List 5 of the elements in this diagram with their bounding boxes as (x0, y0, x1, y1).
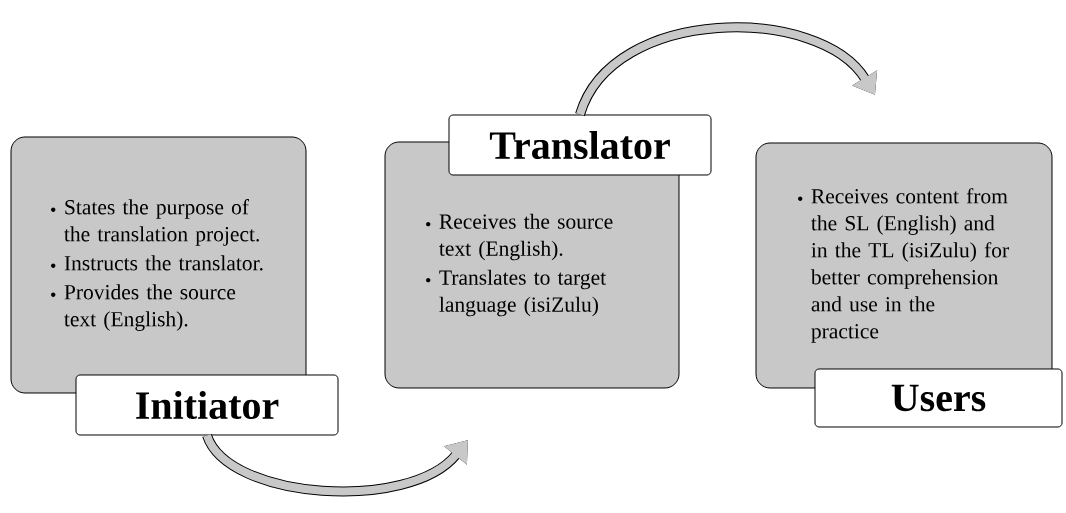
title-box: Initiator (75, 374, 339, 436)
title-box: Translator (448, 114, 712, 176)
title-box: Users (814, 368, 1063, 428)
curved-arrow (575, 22, 878, 117)
curved-arrow (202, 433, 468, 497)
